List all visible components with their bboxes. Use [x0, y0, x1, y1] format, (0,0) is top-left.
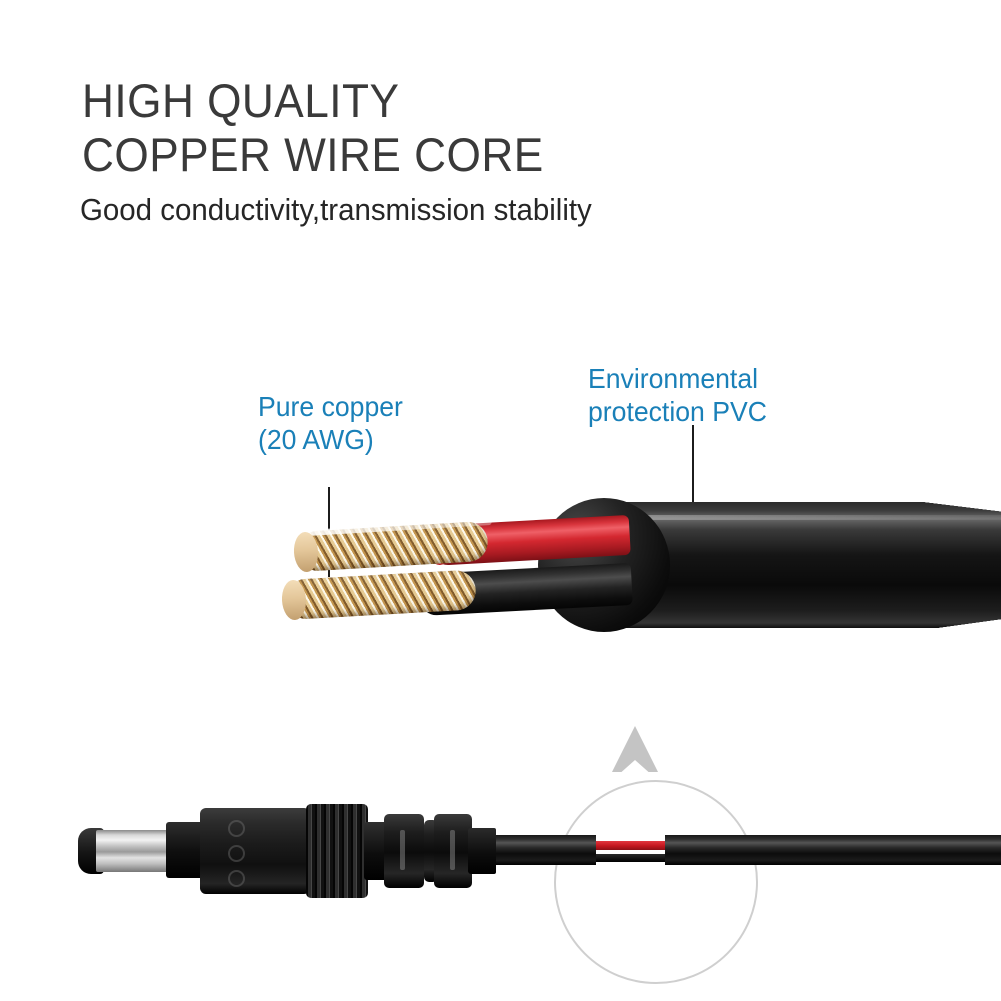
dc-plug-body	[200, 808, 310, 894]
cable-cutaway-gap-bottom	[596, 862, 665, 866]
magnifier-up-arrow-notch	[617, 760, 653, 776]
connector-and-cable-illustration	[0, 700, 1001, 984]
callout-environmental-pvc: Environmental protection PVC	[588, 362, 767, 428]
dc-plug-metal-barrel-tip	[96, 830, 172, 872]
headline-line-1: HIGH QUALITY	[82, 74, 400, 127]
magnifier-circle	[554, 780, 758, 984]
dc-plug-strain-relief-collar	[384, 814, 424, 888]
cable-inner-black-wire	[596, 854, 665, 862]
headline-line-2: COPPER WIRE CORE	[82, 128, 544, 181]
dc-plug-collar-slot	[400, 830, 405, 870]
callout-pure-copper-line-2: (20 AWG)	[258, 424, 374, 455]
callout-pure-copper: Pure copper (20 AWG)	[258, 390, 403, 456]
dc-plug-shaft	[166, 822, 206, 878]
callout-environmental-pvc-line-1: Environmental	[588, 363, 759, 394]
callout-environmental-pvc-line-2: protection PVC	[588, 396, 767, 427]
callout-pure-copper-line-1: Pure copper	[258, 391, 403, 422]
cable-cutaway-illustration	[280, 470, 1001, 685]
dc-plug-emboss-mark	[228, 845, 245, 862]
cable-segment-right	[665, 835, 1001, 865]
dc-plug-emboss-mark	[228, 820, 245, 837]
dc-plug-strain-relief-boot	[468, 828, 496, 874]
leader-line-environmental-pvc	[692, 425, 694, 525]
cable-inner-red-wire	[596, 841, 665, 850]
pvc-jacket-taper-bottom	[880, 618, 1001, 636]
dc-plug-ribbed-grip	[306, 804, 368, 898]
dc-plug-emboss-mark	[228, 870, 245, 887]
subheadline: Good conductivity,transmission stability	[80, 192, 592, 227]
dc-plug-strain-relief-collar	[434, 814, 472, 888]
headline: HIGH QUALITY COPPER WIRE CORE	[82, 74, 544, 182]
pvc-jacket-taper-top	[880, 496, 1001, 512]
cable-cutaway-gap-top	[596, 835, 665, 841]
dc-plug-collar-slot	[450, 830, 455, 870]
